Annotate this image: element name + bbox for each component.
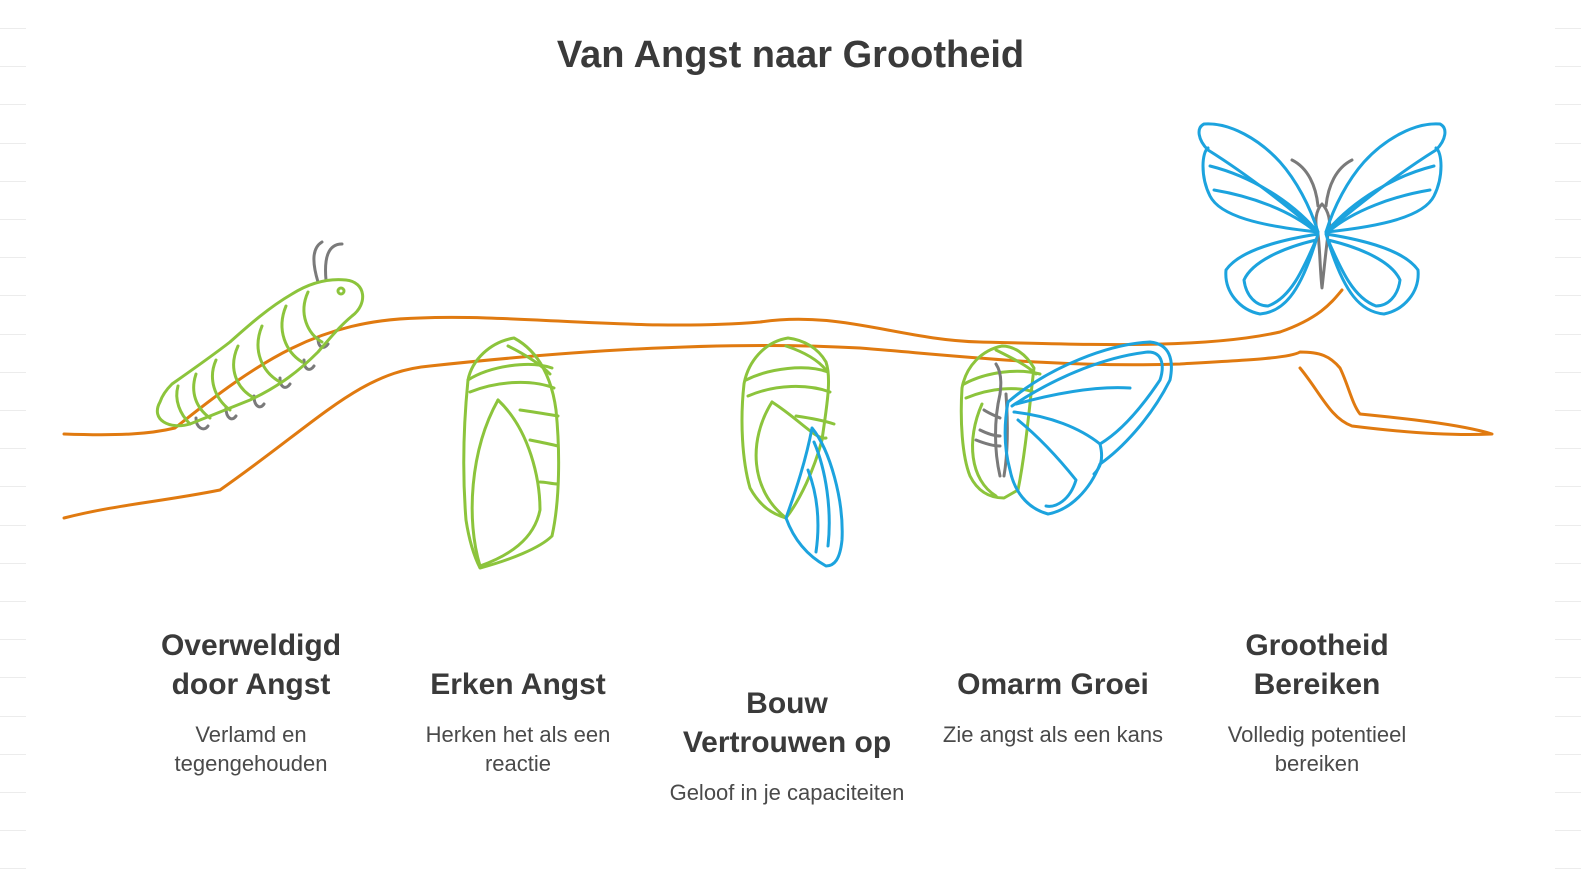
- ruler-tick: [1555, 792, 1581, 793]
- ruler-tick: [0, 868, 26, 869]
- butterfly-emerging-icon: [959, 340, 1173, 516]
- ruler-tick: [0, 257, 26, 258]
- ruler-tick: [1555, 677, 1581, 678]
- ruler-tick: [1555, 334, 1581, 335]
- stage-5-title: Grootheid Bereiken: [1245, 629, 1389, 701]
- ruler-tick: [1555, 143, 1581, 144]
- ruler-tick: [0, 181, 26, 182]
- ruler-tick: [0, 830, 26, 831]
- ruler-tick: [1555, 28, 1581, 29]
- butterfly-icon: [1197, 122, 1447, 316]
- chrysalis-icon: [462, 336, 561, 570]
- stage-2-title: Erken Angst: [430, 668, 606, 701]
- ruler-tick: [1555, 448, 1581, 449]
- stage-3-title: Bouw Vertrouwen op: [682, 687, 892, 759]
- ruler-tick: [1555, 486, 1581, 487]
- ruler-tick: [0, 486, 26, 487]
- branch: [62, 288, 1494, 520]
- ruler-tick: [1555, 868, 1581, 869]
- ruler-tick: [1555, 639, 1581, 640]
- ruler-tick: [1555, 410, 1581, 411]
- stage-3-description: Geloof in je capaciteiten: [669, 780, 905, 805]
- ruler-tick: [0, 104, 26, 105]
- ruler-tick: [0, 563, 26, 564]
- ruler-tick: [1555, 830, 1581, 831]
- ruler-tick: [1555, 601, 1581, 602]
- ruler-tick: [1555, 372, 1581, 373]
- ruler-tick: [0, 410, 26, 411]
- stage-2-description: Herken het als een reactie: [425, 722, 611, 776]
- ruler-tick: [0, 754, 26, 755]
- stage-1-title: Overweldigd door Angst: [160, 629, 342, 701]
- stage-4-description: Zie angst als een kans: [942, 722, 1164, 747]
- caterpillar-icon: [156, 240, 364, 431]
- ruler-tick: [0, 601, 26, 602]
- ruler-tick: [0, 219, 26, 220]
- ruler-tick: [1555, 716, 1581, 717]
- ruler-tick: [0, 334, 26, 335]
- stage-3: Bouw Vertrouwen op Geloof in je capacite…: [667, 684, 907, 807]
- ruler-tick: [0, 639, 26, 640]
- ruler-tick: [0, 448, 26, 449]
- stage-2: Erken Angst Herken het als een reactie: [398, 665, 638, 778]
- ruler-tick: [1555, 525, 1581, 526]
- stage-5: Grootheid Bereiken Volledig potentieel b…: [1197, 626, 1437, 778]
- chrysalis-emerging-icon: [740, 336, 844, 568]
- ruler-tick: [1555, 66, 1581, 67]
- page-title: Van Angst naar Grootheid: [556, 34, 1025, 76]
- stage-4: Omarm Groei Zie angst als een kans: [933, 665, 1173, 749]
- ruler-tick: [0, 295, 26, 296]
- ruler-tick: [0, 28, 26, 29]
- stage-4-title: Omarm Groei: [957, 668, 1149, 701]
- ruler-tick: [0, 716, 26, 717]
- ruler-tick: [0, 792, 26, 793]
- stage-5-description: Volledig potentieel bereiken: [1227, 722, 1407, 776]
- illustration: [62, 122, 1494, 570]
- ruler-tick: [1555, 563, 1581, 564]
- ruler-tick: [1555, 295, 1581, 296]
- ruler-tick: [0, 143, 26, 144]
- ruler-tick: [1555, 257, 1581, 258]
- ruler-tick: [1555, 754, 1581, 755]
- stage-1-description: Verlamd en tegengehouden: [174, 722, 328, 776]
- ruler-tick: [0, 66, 26, 67]
- stage-1: Overweldigd door Angst Verlamd en tegeng…: [131, 626, 371, 778]
- ruler-tick: [1555, 219, 1581, 220]
- ruler-tick: [0, 372, 26, 373]
- ruler-tick: [1555, 181, 1581, 182]
- ruler-tick: [1555, 104, 1581, 105]
- ruler-tick: [0, 677, 26, 678]
- ruler-tick: [0, 525, 26, 526]
